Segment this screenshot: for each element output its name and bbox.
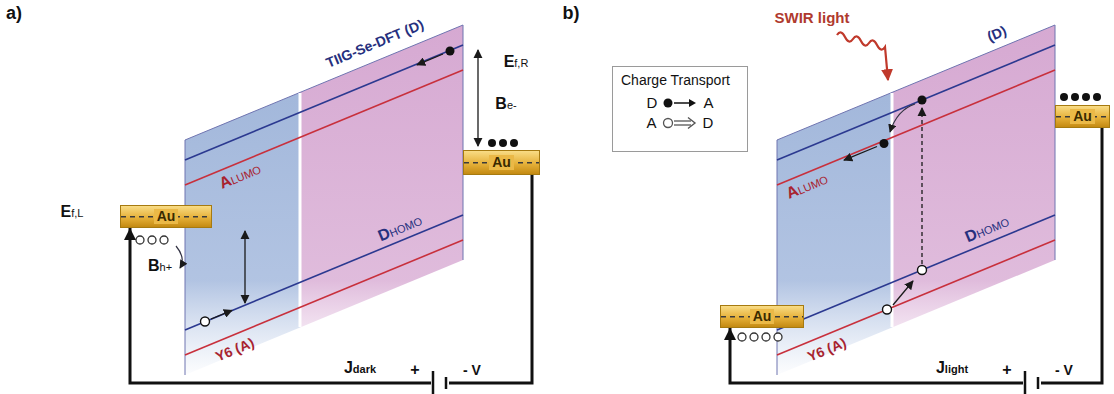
- label: Be-: [495, 95, 516, 113]
- label: Bh+: [148, 257, 172, 275]
- label: SWIR light: [775, 10, 850, 27]
- electrode-label: Au: [489, 155, 514, 170]
- legend-letter: A: [647, 114, 657, 131]
- hole-arrow-icon: [662, 116, 698, 130]
- legend-letter: A: [703, 94, 713, 111]
- legend-letter: D: [703, 114, 714, 131]
- legend-row: AD: [621, 114, 739, 131]
- legend-letter: D: [647, 94, 658, 111]
- electrode-label: Au: [154, 209, 179, 224]
- label: +: [410, 361, 419, 379]
- legend-title: Charge Transport: [621, 72, 739, 88]
- label: (D): [985, 23, 1009, 45]
- label: Ef,L: [61, 203, 84, 221]
- circuit-wire: [730, 128, 1102, 383]
- label: - V: [1055, 363, 1073, 378]
- panel-a-bands: [136, 25, 518, 375]
- current-label: Jlight: [934, 359, 970, 377]
- label: +: [1002, 361, 1011, 379]
- label: a): [6, 4, 22, 24]
- current-label: Jdark: [342, 359, 378, 377]
- gold-electrode: Au: [1055, 105, 1110, 128]
- battery-symbol: [1023, 371, 1041, 394]
- label: b): [563, 4, 580, 24]
- legend-box: Charge TransportDAAD: [612, 66, 748, 152]
- label: Ef,R: [504, 53, 529, 71]
- electron-arrow-icon: [662, 96, 698, 110]
- battery-symbol: [431, 371, 449, 394]
- label: - V: [463, 363, 481, 378]
- electrode-label: Au: [1070, 109, 1095, 124]
- electrode-label: Au: [750, 309, 775, 324]
- gold-electrode: Au: [720, 305, 804, 328]
- gold-electrode: Au: [120, 205, 212, 228]
- gold-electrode: Au: [463, 150, 540, 175]
- legend-row: DA: [621, 94, 739, 111]
